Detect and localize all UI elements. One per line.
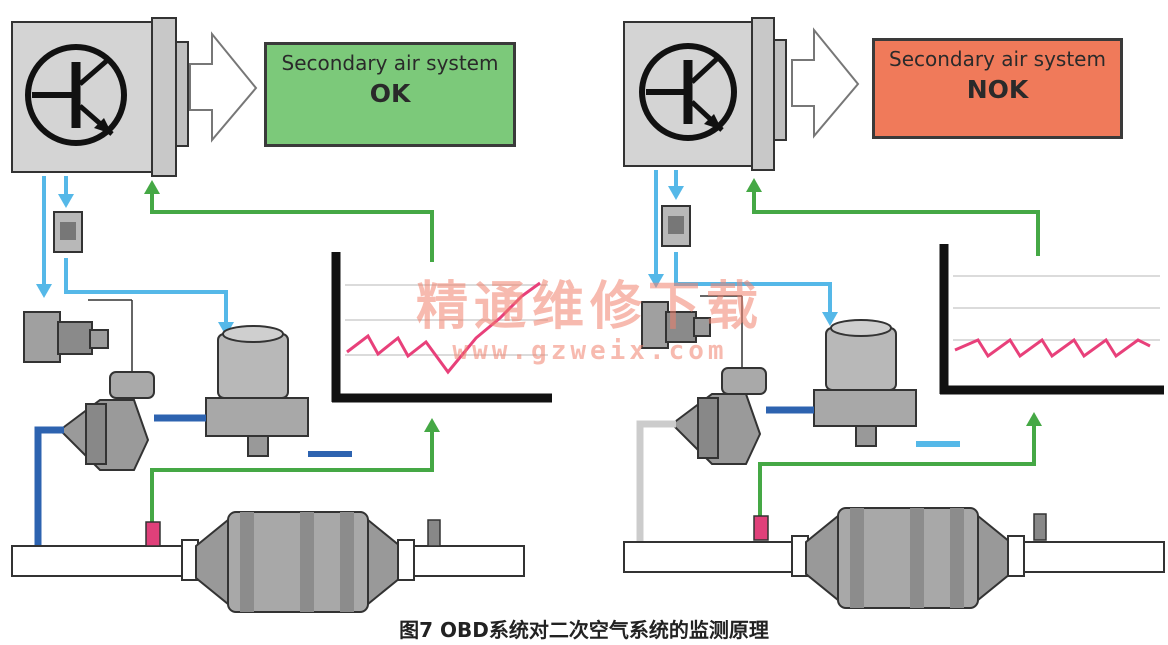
left-lambda-sensor	[145, 521, 161, 547]
right-ecu	[623, 17, 787, 171]
left-status-box: Secondary air system OK	[265, 43, 515, 146]
right-control-lines	[648, 170, 838, 326]
left-air-pump	[205, 325, 309, 457]
right-status-value: NOK	[966, 75, 1029, 104]
figure-caption: 图7 OBD系统对二次空气系统的监测原理	[399, 618, 769, 642]
right-exhaust	[623, 507, 1165, 609]
left-ecu	[11, 17, 189, 177]
left-status-value: OK	[369, 79, 411, 108]
right-lambda-sensor	[753, 515, 769, 541]
right-relay	[661, 205, 691, 247]
right-combi-valve	[670, 295, 767, 465]
right-signal-graph	[939, 244, 1164, 395]
left-control-lines	[36, 176, 234, 336]
right-transistor-icon	[639, 43, 737, 141]
right-signal-trace	[954, 337, 1151, 359]
left-feedback-lines	[144, 180, 440, 522]
left-relay	[53, 211, 83, 253]
left-solenoid-valve	[23, 311, 109, 363]
left-status-title: Secondary air system	[281, 51, 499, 75]
left-transistor-icon	[25, 44, 127, 146]
right-status-title: Secondary air system	[889, 47, 1106, 71]
right-air-pump	[813, 319, 917, 447]
left-signal-graph	[331, 252, 552, 403]
left-output-arrow-icon	[189, 31, 258, 143]
left-exhaust	[11, 511, 525, 613]
right-status-box: Secondary air system NOK	[873, 39, 1122, 138]
right-output-arrow-icon	[791, 27, 860, 139]
right-feedback-lines	[746, 178, 1042, 516]
right-air-pipes	[636, 406, 960, 542]
right-solenoid-valve	[641, 301, 711, 349]
left-signal-trace	[346, 281, 541, 375]
left-combi-valve	[58, 299, 155, 471]
